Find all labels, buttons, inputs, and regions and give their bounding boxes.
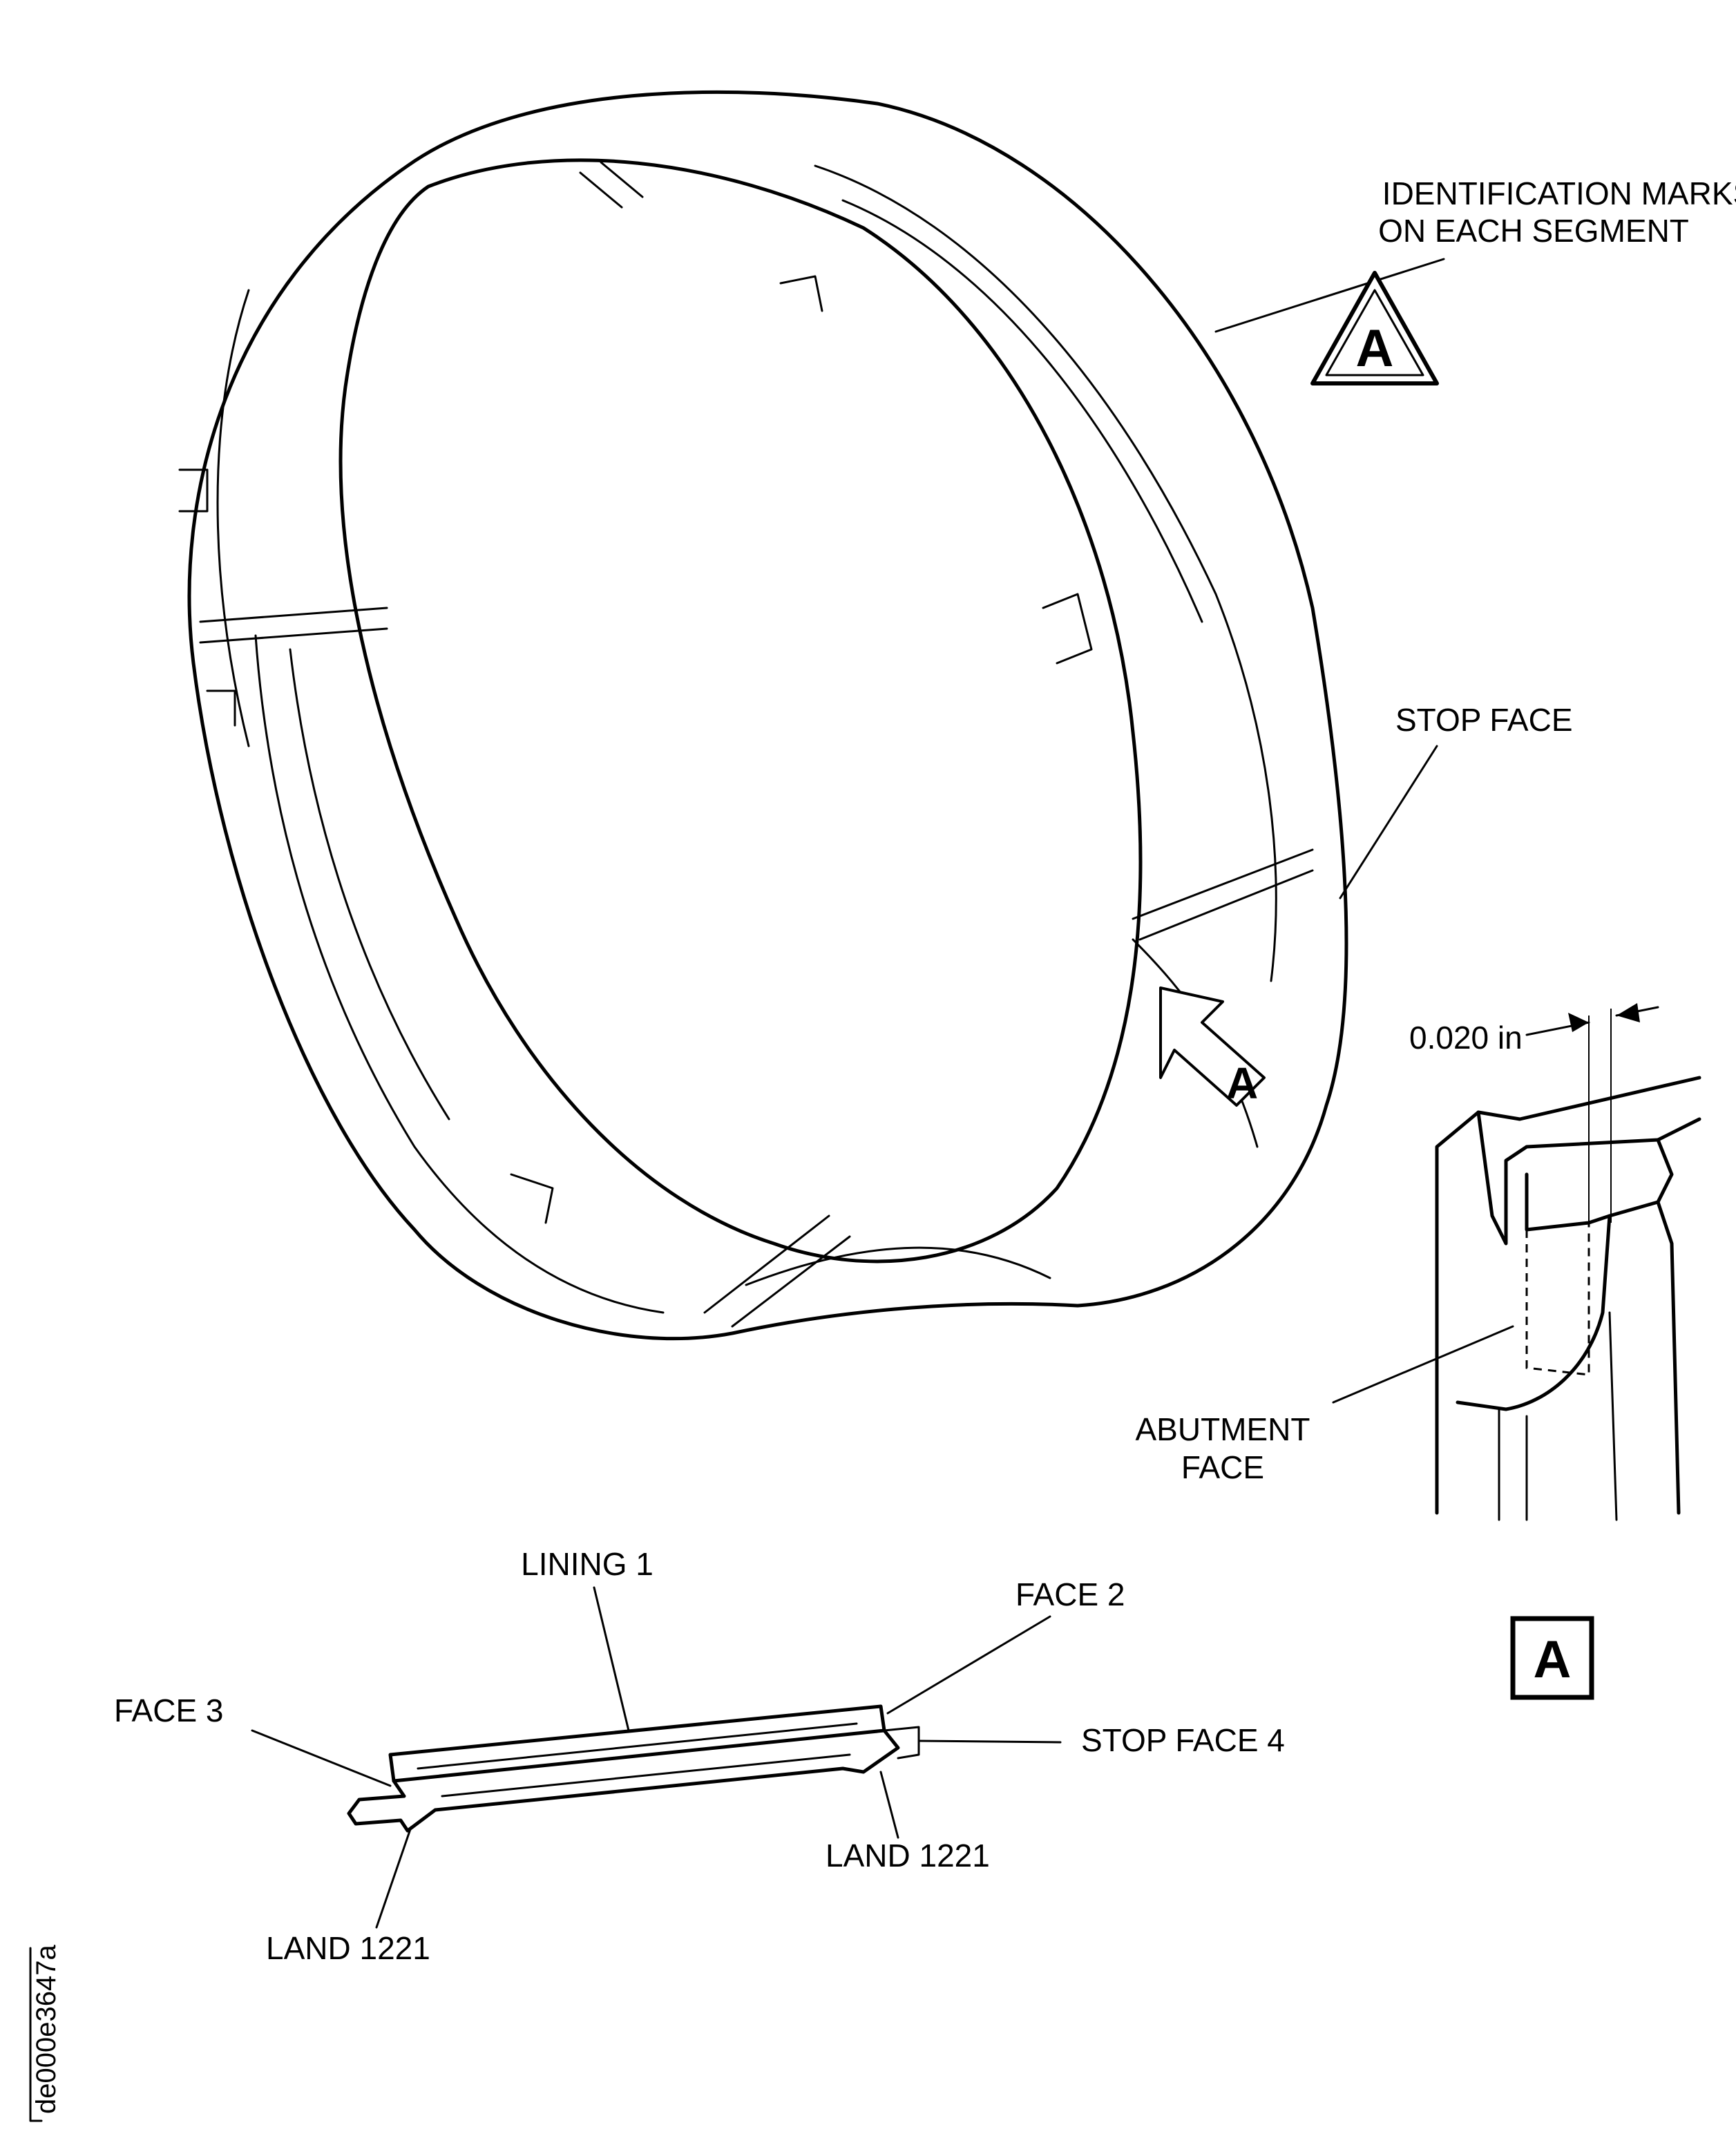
ring-groove-line bbox=[216, 289, 250, 747]
land-label-left: LAND 1221 bbox=[266, 1930, 430, 1966]
detail-segment-outline bbox=[1456, 1214, 1612, 1411]
stop-face-4-label: STOP FACE 4 bbox=[1081, 1722, 1285, 1758]
ring-groove-line bbox=[289, 648, 450, 1121]
face-2-leader bbox=[886, 1615, 1051, 1715]
ring-notch bbox=[779, 275, 823, 312]
segmented-ring-illustration bbox=[178, 90, 1348, 1341]
detail-segment-outline bbox=[1656, 1200, 1681, 1515]
segment-body-outline bbox=[347, 1728, 900, 1833]
single-segment-view: LINING 1 FACE 2 FACE 3 STOP FACE 4 LAND … bbox=[114, 1546, 1285, 1966]
identification-marks-leader bbox=[1214, 258, 1445, 333]
land-leader-left bbox=[375, 1826, 412, 1929]
segment-body-edge bbox=[441, 1753, 851, 1798]
segment-lining-inner bbox=[417, 1722, 858, 1770]
ring-groove-line bbox=[841, 199, 1203, 623]
clearance-label: 0.020 in bbox=[1409, 1020, 1523, 1056]
detail-view-a: 0.020 in ABUTMENT FACE A bbox=[1136, 1003, 1701, 1700]
lining-label: LINING 1 bbox=[521, 1546, 654, 1582]
ring-outer-edge bbox=[187, 90, 1348, 1341]
detail-abutment-hidden-line bbox=[1525, 1223, 1590, 1376]
view-a-box bbox=[1510, 1616, 1594, 1700]
figure-id-bracket bbox=[29, 1947, 43, 2122]
face-2-label: FACE 2 bbox=[1015, 1576, 1125, 1612]
identification-marks-callout: IDENTIFICATION MARKS ON EACH SEGMENT bbox=[1214, 175, 1736, 333]
abutment-face-label-1: ABUTMENT bbox=[1136, 1411, 1310, 1447]
abutment-face-label-2: FACE bbox=[1181, 1449, 1264, 1485]
stop-face-callout: STOP FACE bbox=[1339, 702, 1573, 899]
detail-segment-outline bbox=[1498, 1311, 1618, 1521]
land-leader-right bbox=[879, 1771, 899, 1839]
ring-groove-line bbox=[254, 634, 665, 1314]
land-label-right: LAND 1221 bbox=[826, 1838, 990, 1874]
face-3-leader bbox=[251, 1729, 392, 1787]
figure-id: de000e3647a bbox=[31, 1945, 61, 2114]
ring-groove-line bbox=[745, 1246, 1051, 1286]
ring-inner-edge bbox=[338, 158, 1143, 1264]
ring-notch bbox=[206, 689, 236, 727]
stop-face-leader bbox=[1339, 745, 1438, 899]
ring-notch bbox=[178, 468, 209, 513]
ring-notch bbox=[1042, 593, 1093, 665]
figure-id-block: de000e3647a bbox=[29, 1945, 61, 2122]
view-a-arrow-letter: A bbox=[1226, 1058, 1258, 1108]
identification-marks-label-1: IDENTIFICATION MARKS bbox=[1382, 175, 1736, 211]
triangle-letter: A bbox=[1356, 319, 1394, 378]
clearance-arrow-left bbox=[1568, 1013, 1589, 1032]
stop-face-4-leader bbox=[917, 1739, 1062, 1744]
detail-segment-outline bbox=[1525, 1138, 1674, 1232]
identification-marks-label-2: ON EACH SEGMENT bbox=[1378, 213, 1689, 249]
segment-lining-outline bbox=[388, 1704, 886, 1783]
segment-joint bbox=[579, 161, 644, 209]
view-a-arrow: A bbox=[1159, 986, 1266, 1108]
ring-notch bbox=[510, 1173, 554, 1224]
abutment-face-leader bbox=[1332, 1325, 1514, 1404]
stop-face-label: STOP FACE bbox=[1395, 702, 1573, 738]
view-a-triangle-symbol: A bbox=[1310, 271, 1439, 385]
segment-joint bbox=[1132, 848, 1314, 941]
segment-joint bbox=[703, 1214, 851, 1328]
view-a-box-letter: A bbox=[1534, 1630, 1572, 1689]
clearance-arrow-right bbox=[1616, 1003, 1640, 1022]
face-3-label: FACE 3 bbox=[114, 1693, 224, 1728]
lining-leader bbox=[593, 1586, 630, 1732]
ring-groove-line bbox=[814, 164, 1277, 982]
segment-joint bbox=[199, 607, 388, 644]
